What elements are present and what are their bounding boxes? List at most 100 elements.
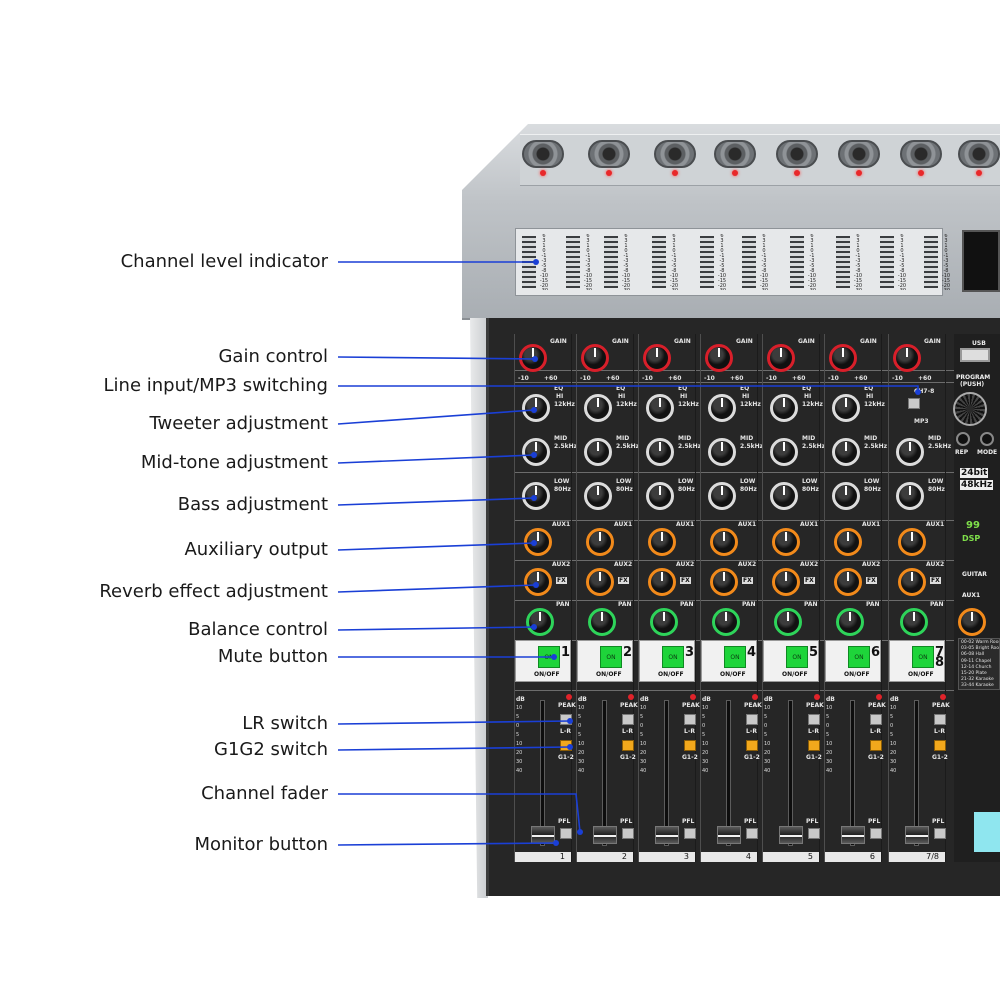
pfl-monitor-button[interactable] xyxy=(684,828,696,839)
eq-mid-knob[interactable] xyxy=(896,438,924,466)
gain-knob[interactable] xyxy=(767,344,795,372)
meter-scale-tick: -30 xyxy=(716,289,728,291)
pan-knob[interactable] xyxy=(900,608,928,636)
channel-fader[interactable] xyxy=(531,826,555,844)
gain-knob[interactable] xyxy=(705,344,733,372)
eq-mid-knob[interactable] xyxy=(646,438,674,466)
g1g2-switch[interactable] xyxy=(622,740,634,751)
pfl-monitor-button[interactable] xyxy=(746,828,758,839)
mute-button[interactable]: ON xyxy=(538,646,560,668)
lr-switch[interactable] xyxy=(622,714,634,725)
mute-button[interactable]: ON xyxy=(600,646,622,668)
g1g2-switch[interactable] xyxy=(684,740,696,751)
pan-knob[interactable] xyxy=(650,608,678,636)
g1g2-switch[interactable] xyxy=(746,740,758,751)
gain-knob[interactable] xyxy=(893,344,921,372)
aux2-fx-knob[interactable] xyxy=(772,568,800,596)
xlr-input-jack[interactable] xyxy=(714,140,756,168)
lr-switch[interactable] xyxy=(746,714,758,725)
eq-mid-knob[interactable] xyxy=(708,438,736,466)
mute-button[interactable]: ON xyxy=(786,646,808,668)
g1g2-switch[interactable] xyxy=(560,740,572,751)
eq-hi-knob[interactable] xyxy=(770,394,798,422)
pan-knob[interactable] xyxy=(712,608,740,636)
channel-fader[interactable] xyxy=(779,826,803,844)
pfl-monitor-button[interactable] xyxy=(622,828,634,839)
eq-mid-knob[interactable] xyxy=(522,438,550,466)
channel-fader[interactable] xyxy=(593,826,617,844)
lr-switch[interactable] xyxy=(684,714,696,725)
aux1-knob[interactable] xyxy=(898,528,926,556)
aux1-knob[interactable] xyxy=(524,528,552,556)
gain-knob[interactable] xyxy=(519,344,547,372)
aux2-fx-knob[interactable] xyxy=(586,568,614,596)
aux1-knob[interactable] xyxy=(586,528,614,556)
channel-fader[interactable] xyxy=(717,826,741,844)
mid-label: MID xyxy=(554,435,568,442)
pfl-monitor-button[interactable] xyxy=(934,828,946,839)
line-mp3-switch[interactable] xyxy=(908,398,920,409)
pan-knob[interactable] xyxy=(526,608,554,636)
pan-knob[interactable] xyxy=(588,608,616,636)
aux2-fx-knob[interactable] xyxy=(898,568,926,596)
eq-low-knob[interactable] xyxy=(896,482,924,510)
aux1-knob[interactable] xyxy=(648,528,676,556)
eq-hi-knob[interactable] xyxy=(522,394,550,422)
pfl-monitor-button[interactable] xyxy=(870,828,882,839)
eq-hi-knob[interactable] xyxy=(708,394,736,422)
pan-knob[interactable] xyxy=(836,608,864,636)
channel-fader[interactable] xyxy=(905,826,929,844)
peak-label: PEAK xyxy=(682,702,700,709)
aux2-fx-knob[interactable] xyxy=(648,568,676,596)
eq-low-knob[interactable] xyxy=(646,482,674,510)
xlr-input-jack[interactable] xyxy=(588,140,630,168)
pfl-monitor-button[interactable] xyxy=(560,828,572,839)
aux1-knob[interactable] xyxy=(710,528,738,556)
lr-switch[interactable] xyxy=(560,714,572,725)
eq-low-knob[interactable] xyxy=(522,482,550,510)
gain-knob[interactable] xyxy=(643,344,671,372)
eq-low-knob[interactable] xyxy=(584,482,612,510)
aux1-knob[interactable] xyxy=(834,528,862,556)
xlr-input-jack[interactable] xyxy=(838,140,880,168)
program-knob[interactable] xyxy=(953,392,987,426)
eq-mid-knob[interactable] xyxy=(584,438,612,466)
pfl-monitor-button[interactable] xyxy=(808,828,820,839)
eq-mid-knob[interactable] xyxy=(832,438,860,466)
lr-switch[interactable] xyxy=(808,714,820,725)
gain-knob[interactable] xyxy=(829,344,857,372)
mute-button[interactable]: ON xyxy=(912,646,934,668)
xlr-input-jack[interactable] xyxy=(958,140,1000,168)
gain-knob[interactable] xyxy=(581,344,609,372)
eq-low-knob[interactable] xyxy=(770,482,798,510)
aux1-knob[interactable] xyxy=(772,528,800,556)
mode-button[interactable] xyxy=(980,432,994,446)
xlr-input-jack[interactable] xyxy=(522,140,564,168)
g1g2-switch[interactable] xyxy=(934,740,946,751)
mute-button[interactable]: ON xyxy=(662,646,684,668)
g1g2-switch[interactable] xyxy=(808,740,820,751)
mute-button[interactable]: ON xyxy=(848,646,870,668)
pan-knob[interactable] xyxy=(774,608,802,636)
lr-switch[interactable] xyxy=(870,714,882,725)
channel-fader[interactable] xyxy=(841,826,865,844)
eq-low-knob[interactable] xyxy=(708,482,736,510)
g1g2-switch[interactable] xyxy=(870,740,882,751)
master-aux1-knob[interactable] xyxy=(958,608,986,636)
xlr-input-jack[interactable] xyxy=(776,140,818,168)
mute-button[interactable]: ON xyxy=(724,646,746,668)
eq-hi-knob[interactable] xyxy=(646,394,674,422)
aux2-fx-knob[interactable] xyxy=(710,568,738,596)
xlr-input-jack[interactable] xyxy=(654,140,696,168)
eq-hi-knob[interactable] xyxy=(832,394,860,422)
eq-mid-knob[interactable] xyxy=(770,438,798,466)
eq-hi-knob[interactable] xyxy=(584,394,612,422)
xlr-input-jack[interactable] xyxy=(900,140,942,168)
aux2-fx-knob[interactable] xyxy=(524,568,552,596)
channel-fader[interactable] xyxy=(655,826,679,844)
lr-switch[interactable] xyxy=(934,714,946,725)
rep-button[interactable] xyxy=(956,432,970,446)
usb-port[interactable] xyxy=(960,348,990,362)
eq-low-knob[interactable] xyxy=(832,482,860,510)
aux2-fx-knob[interactable] xyxy=(834,568,862,596)
